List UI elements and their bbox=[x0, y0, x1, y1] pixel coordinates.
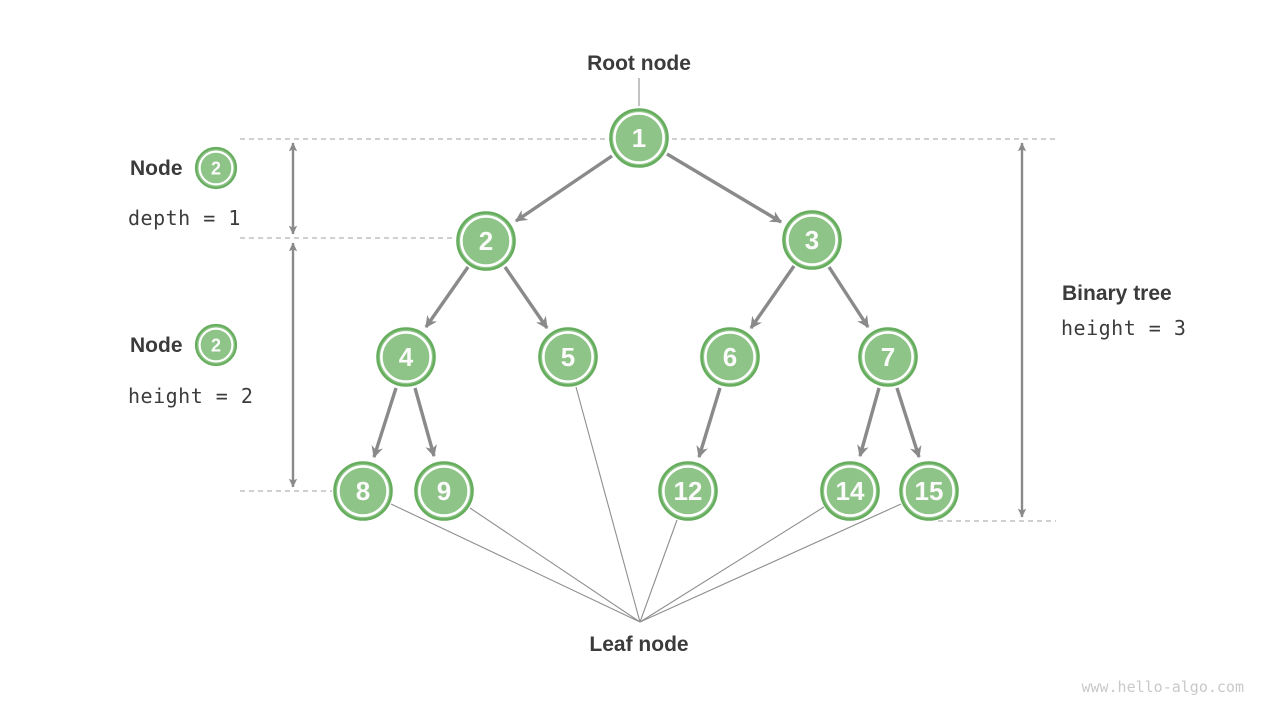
tree-node-4: 4 bbox=[376, 327, 436, 387]
tree-node-3: 3 bbox=[782, 210, 842, 270]
edge-6-12 bbox=[696, 387, 722, 459]
node-height-caption: height = 2 bbox=[128, 384, 253, 408]
leaf-node-label: Leaf node bbox=[589, 633, 688, 656]
edge-2-5 bbox=[503, 266, 549, 329]
edge-2-4 bbox=[424, 266, 470, 328]
tree-node-4-value: 4 bbox=[399, 342, 414, 372]
node-height-label: Node bbox=[130, 334, 183, 357]
leaf-pointer-line-8 bbox=[390, 503, 641, 623]
edge-4-9 bbox=[413, 387, 437, 458]
edge-1-3 bbox=[666, 152, 783, 224]
tree-node-7-value: 7 bbox=[881, 342, 895, 372]
node-depth-badge-circle bbox=[194, 146, 238, 190]
tree-node-6-value: 6 bbox=[723, 342, 737, 372]
tree-node-5: 5 bbox=[538, 327, 598, 387]
tree-node-7: 7 bbox=[858, 327, 918, 387]
node-depth-badge-value: 2 bbox=[211, 159, 221, 179]
leaf-pointer-line-15 bbox=[639, 503, 902, 623]
tree-node-15: 15 bbox=[899, 461, 959, 521]
tree-node-2: 2 bbox=[456, 211, 516, 271]
leaf-pointer-line-5 bbox=[575, 386, 641, 623]
edge-1-2 bbox=[515, 154, 613, 223]
tree-node-3-value: 3 bbox=[805, 225, 819, 255]
tree-node-1-value: 1 bbox=[632, 123, 646, 153]
leaf-pointer-line-14 bbox=[639, 506, 825, 623]
tree-node-15-value: 15 bbox=[915, 476, 944, 506]
edge-3-7 bbox=[827, 266, 870, 328]
annotation-node-depth: Node 2 depth = 1 bbox=[128, 146, 241, 230]
tree-node-6: 6 bbox=[700, 327, 760, 387]
tree-node-2-value: 2 bbox=[479, 226, 493, 256]
node-height-badge-value: 2 bbox=[211, 336, 221, 356]
tree-node-9: 9 bbox=[414, 461, 474, 521]
leaf-pointer-line-9 bbox=[469, 507, 641, 623]
edge-7-15 bbox=[895, 387, 922, 459]
node-height-badge-circle bbox=[194, 323, 238, 367]
annotation-binary-tree: Binary tree height = 3 bbox=[1061, 282, 1186, 340]
node-depth-label: Node bbox=[130, 157, 183, 180]
binary-tree-caption: height = 3 bbox=[1061, 316, 1186, 340]
tree-node-9-value: 9 bbox=[437, 476, 451, 506]
tree-node-14: 14 bbox=[820, 461, 880, 521]
root-node-label: Root node bbox=[587, 52, 691, 75]
edge-3-6 bbox=[749, 265, 796, 329]
tree-node-12-value: 12 bbox=[674, 476, 703, 506]
node-depth-caption: depth = 1 bbox=[128, 206, 241, 230]
tree-node-1: 1 bbox=[609, 108, 669, 168]
edge-4-8 bbox=[371, 387, 398, 459]
tree-node-14-value: 14 bbox=[836, 476, 865, 506]
leaf-pointer-line-12 bbox=[639, 519, 678, 623]
tree-node-12: 12 bbox=[658, 461, 718, 521]
binary-tree-label: Binary tree bbox=[1062, 282, 1172, 305]
tree-node-5-value: 5 bbox=[561, 342, 575, 372]
edge-7-14 bbox=[857, 387, 881, 458]
tree-node-8-value: 8 bbox=[356, 476, 370, 506]
watermark-text: www.hello-algo.com bbox=[1081, 678, 1244, 696]
tree-node-8: 8 bbox=[333, 461, 393, 521]
annotation-node-height: Node 2 height = 2 bbox=[128, 323, 253, 408]
